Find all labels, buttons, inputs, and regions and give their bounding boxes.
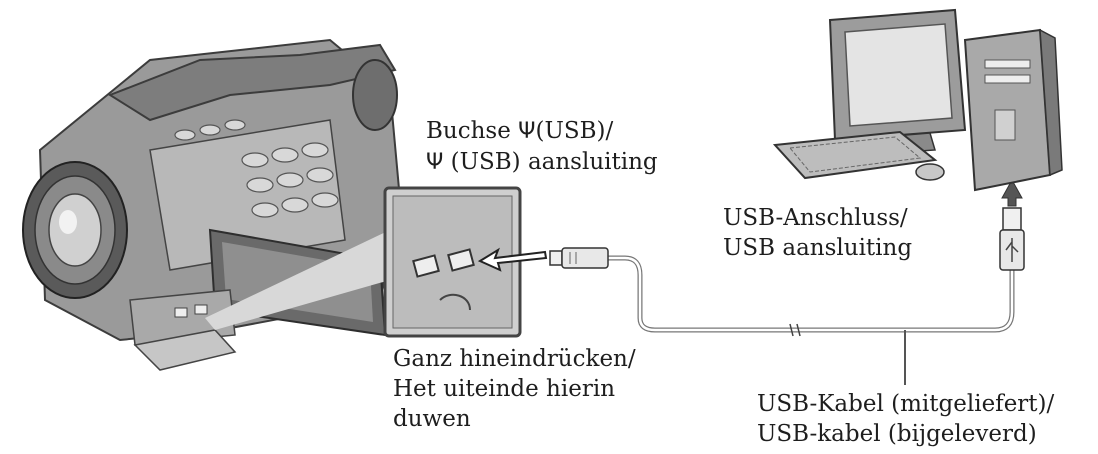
- port-label: USB-Anschluss/ USB aansluiting: [723, 203, 912, 263]
- push-label: Ganz hineindrücken/ Het uiteinde hierin …: [393, 344, 636, 434]
- push-arrow-icon: [477, 247, 548, 272]
- socket-label-nl: Ψ (USB) aansluiting: [426, 149, 658, 175]
- usb-symbol-icon: Ψ: [426, 150, 444, 175]
- usb-plug-icon: [999, 178, 1025, 271]
- port-label-nl: USB aansluiting: [723, 235, 913, 261]
- computer-icon: [772, 8, 1063, 192]
- socket-label: Buchse Ψ(USB)/ Ψ (USB) aansluiting: [426, 116, 658, 178]
- cable-label: USB-Kabel (mitgeliefert)/ USB-kabel (bij…: [757, 389, 1054, 449]
- usb-plug-icon: [549, 247, 609, 269]
- cable-label-nl: USB-kabel (bijgeleverd): [757, 421, 1037, 447]
- push-label-nl-1: Het uiteinde hierin: [393, 376, 616, 402]
- port-label-de: USB-Anschluss/: [723, 205, 908, 231]
- camcorder-icon: [22, 38, 402, 371]
- push-label-nl-2: duwen: [393, 406, 471, 432]
- usb-cable: [608, 255, 1015, 385]
- push-label-de: Ganz hineindrücken/: [393, 346, 636, 372]
- cable-label-de: USB-Kabel (mitgeliefert)/: [757, 391, 1055, 417]
- socket-label-de: Buchse Ψ(USB)/: [426, 118, 614, 144]
- callout-zoom: [205, 186, 522, 338]
- usb-symbol-icon: Ψ: [518, 119, 536, 144]
